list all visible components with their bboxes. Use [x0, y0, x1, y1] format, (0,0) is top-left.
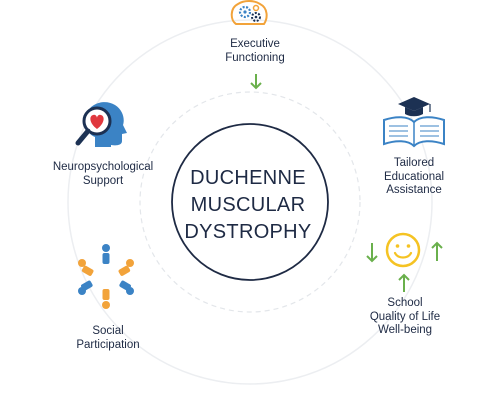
- school-line-3: Well-being: [377, 324, 433, 336]
- social-line-2: Participation: [76, 338, 140, 351]
- social-line-1: Social: [92, 325, 124, 337]
- up-arrow-icon: [398, 273, 410, 292]
- center-title-line-3: DYSTROPHY: [184, 221, 312, 243]
- smiley-face-icon: [385, 232, 421, 268]
- education-line-2: Educational: [383, 170, 445, 183]
- center-title-line-1: DUCHENNE: [190, 167, 306, 189]
- head-magnifier-heart-icon: [75, 102, 127, 147]
- center-title-line-2: MUSCULAR: [190, 194, 306, 216]
- executive-line-1: Executive: [230, 38, 280, 50]
- tailored-educational-assistance-label: Tailored Educational Assistance: [364, 157, 464, 198]
- graduation-book-icon: [383, 97, 445, 148]
- gears-brain-icon: [230, 0, 268, 25]
- social-participation-label: Social Participation: [58, 325, 158, 352]
- people-circle-icon: [78, 244, 134, 309]
- education-line-1: Tailored: [393, 157, 435, 169]
- inner-dashed-ring: [139, 91, 361, 313]
- school-line-2: Quality of Life: [369, 310, 441, 323]
- outer-ring: [67, 19, 433, 385]
- neuropsychological-support-label: Neuropsychological Support: [38, 161, 168, 188]
- executive-line-2: Functioning: [225, 51, 285, 64]
- school-quality-of-life-label: School Quality of Life Well-being: [350, 297, 460, 338]
- down-arrow-icon: [366, 243, 378, 263]
- neuro-line-2: Support: [82, 174, 124, 187]
- neuro-line-1: Neuropsychological: [52, 161, 154, 173]
- school-line-1: School: [387, 297, 423, 309]
- education-line-3: Assistance: [386, 184, 442, 196]
- center-circle: [171, 123, 329, 281]
- down-arrow-icon: [250, 74, 262, 90]
- executive-functioning-label: Executive Functioning: [205, 38, 305, 65]
- center-title: DUCHENNE MUSCULAR DYSTROPHY: [170, 165, 326, 246]
- up-arrow-icon: [431, 241, 443, 261]
